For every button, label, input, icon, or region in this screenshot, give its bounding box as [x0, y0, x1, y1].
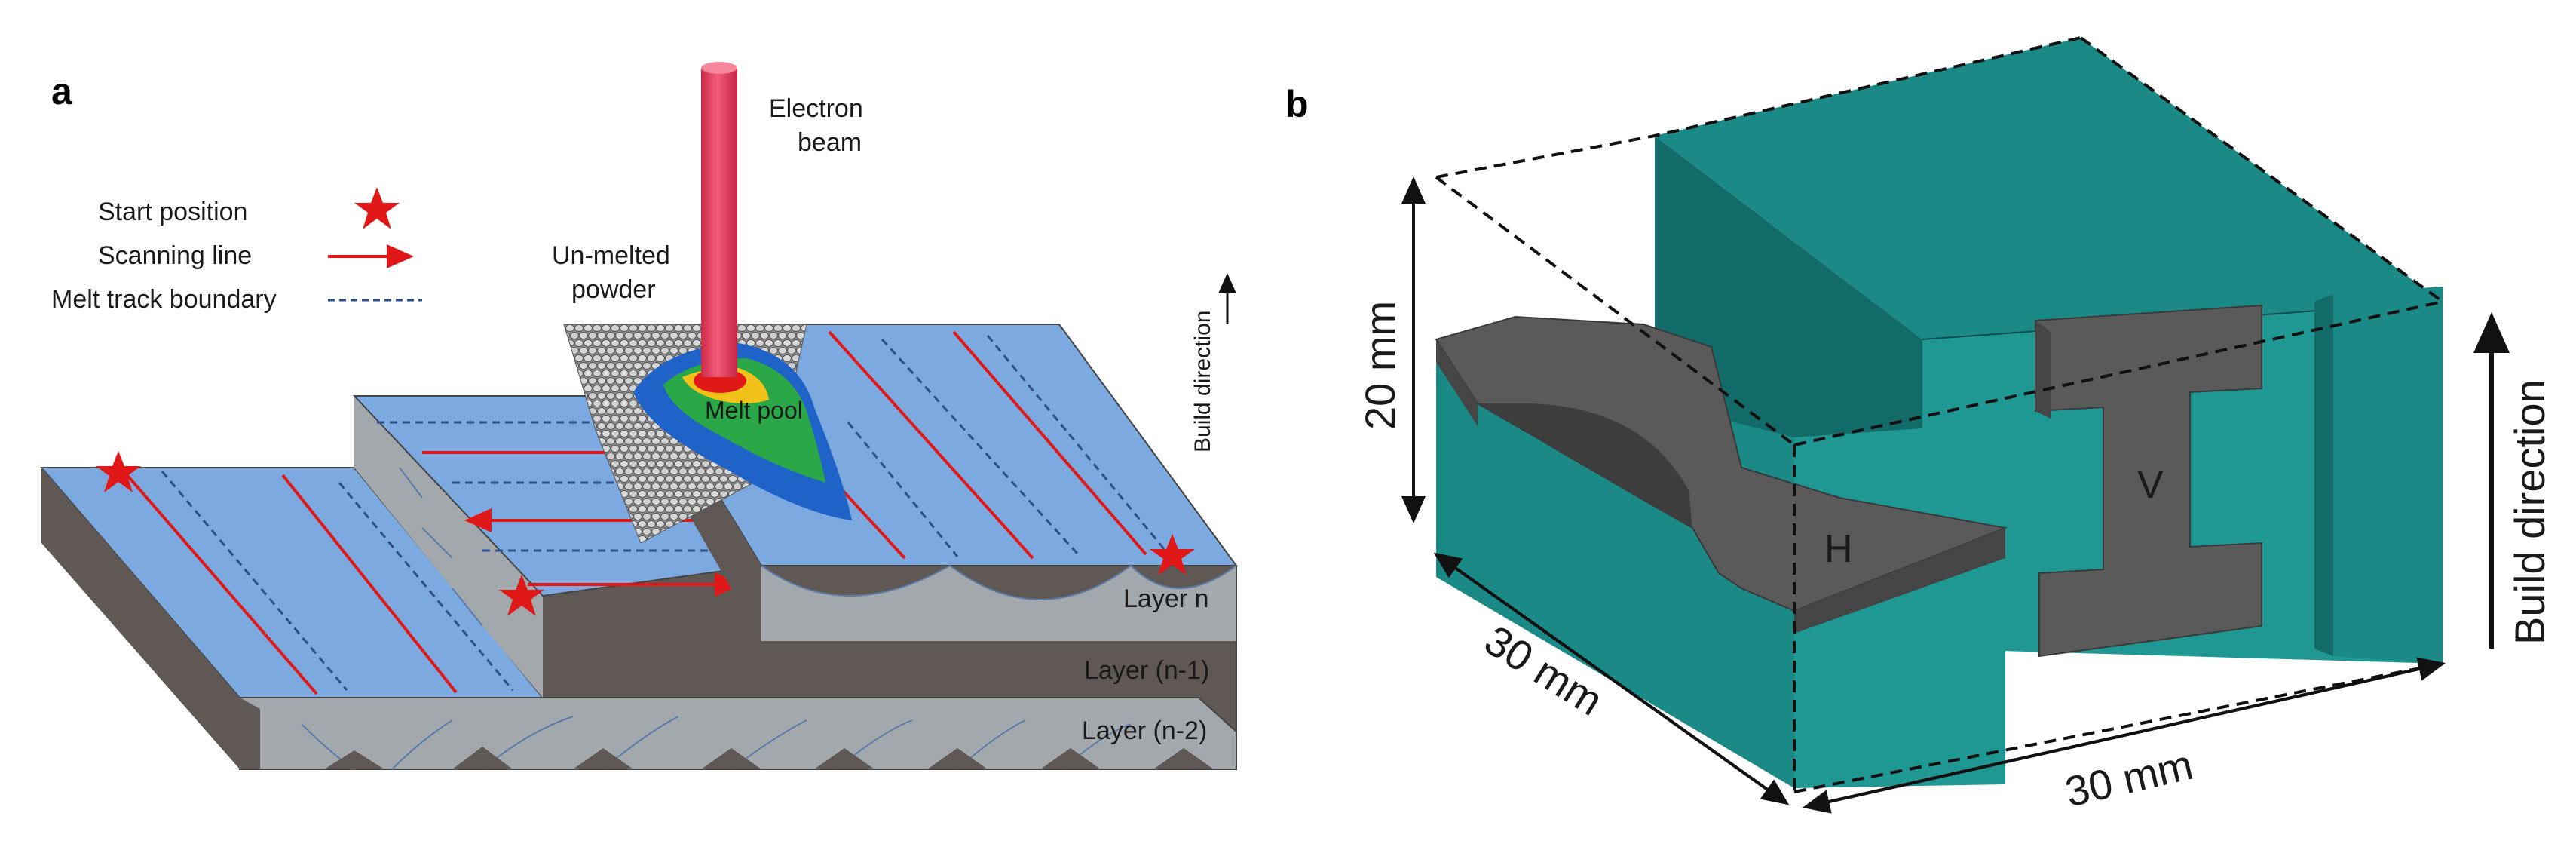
build-direction-a-label: Build direction — [1190, 311, 1215, 453]
melt-pool-label: Melt pool — [705, 397, 803, 424]
layer-n-label: Layer n — [1123, 584, 1208, 613]
legend: Start position Scanning line Melt track … — [51, 187, 422, 314]
electron-beam-label-2: beam — [798, 128, 862, 157]
panel-a-letter: a — [51, 70, 73, 112]
layer-n-1-label: Layer (n-1) — [1084, 656, 1209, 685]
legend-start-position: Start position — [98, 198, 247, 226]
electron-beam — [701, 62, 737, 377]
label-h: H — [1824, 527, 1853, 571]
star-icon — [354, 187, 400, 229]
panel-b: b H V — [1285, 36, 2553, 816]
panel-a: a Start position Scanning line Melt trac… — [39, 62, 1238, 770]
legend-scanning-line: Scanning line — [98, 241, 252, 270]
label-v: V — [2137, 463, 2164, 507]
height-dim-label: 20 mm — [1356, 301, 1404, 430]
panel-b-letter: b — [1285, 83, 1309, 125]
specimen-h: H — [1435, 315, 2008, 634]
legend-melt-track-boundary: Melt track boundary — [51, 285, 277, 314]
layer-n-2-label: Layer (n-2) — [1082, 716, 1207, 745]
start-star-icon — [96, 451, 141, 492]
melt-pool — [633, 343, 852, 520]
unmelted-label-1: Un-melted — [552, 241, 670, 270]
teal-right-pillar — [2314, 287, 2443, 664]
build-direction-b-label: Build direction — [2506, 379, 2553, 645]
electron-beam-label-1: Electron — [769, 94, 863, 123]
bounding-box — [1435, 36, 2444, 793]
dimension-height: 20 mm — [1356, 176, 1426, 523]
specimen-v: V — [2035, 304, 2262, 658]
width-dim-label: 30 mm — [2061, 741, 2198, 816]
build-direction-a: Build direction — [1190, 273, 1236, 453]
unmelted-label-2: powder — [571, 275, 656, 304]
start-star-icon-3 — [1150, 534, 1195, 575]
layer-block-left — [39, 451, 545, 769]
build-direction-b: Build direction — [2473, 312, 2553, 649]
start-star-icon-2 — [499, 575, 544, 616]
